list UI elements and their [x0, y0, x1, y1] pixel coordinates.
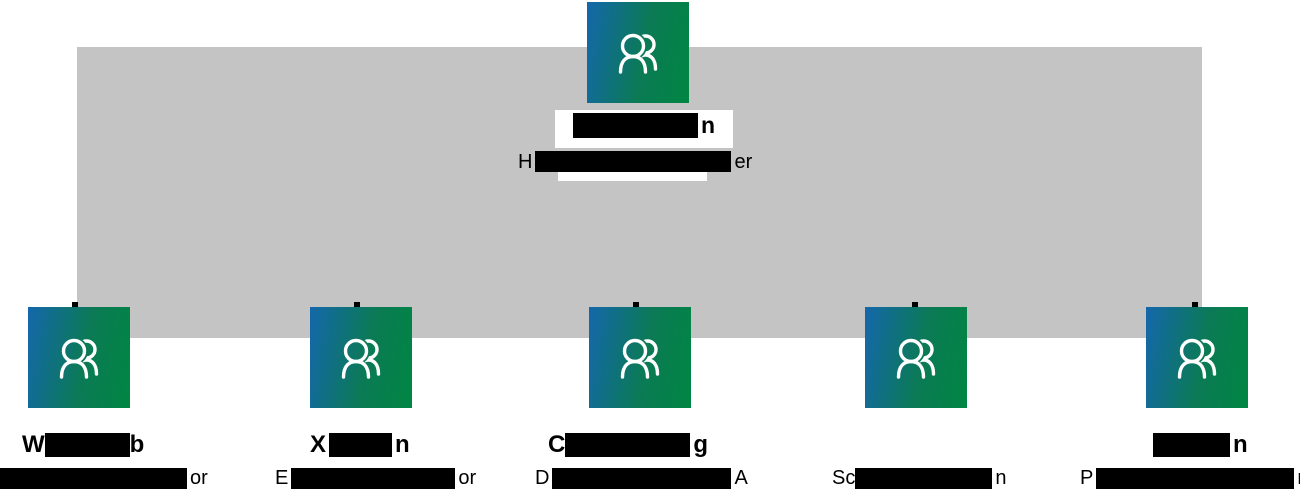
report-5-name: n [1153, 432, 1248, 458]
report-3-name: C g [548, 432, 708, 458]
redacted-title-bar [855, 467, 993, 489]
connector-stub [1192, 302, 1198, 308]
connector-stub [912, 302, 918, 308]
redacted-title-bar [1096, 467, 1295, 489]
title-fragment: r [1297, 468, 1300, 488]
connector-stub [354, 302, 360, 308]
report-2-name: X n [310, 432, 410, 458]
redacted-name-bar [565, 433, 691, 457]
people-icon [48, 327, 110, 389]
org-node-3-tile[interactable] [589, 307, 691, 408]
name-fragment: n [395, 431, 410, 458]
name-fragment: C [548, 431, 566, 458]
name-fragment: b [129, 431, 145, 458]
root-label-strip [558, 172, 707, 181]
root-name: n [573, 112, 715, 139]
redacted-title-bar [0, 467, 187, 489]
redacted-name-bar [1153, 433, 1230, 457]
people-icon [607, 22, 669, 84]
name-fragment: W [22, 431, 45, 458]
org-node-2-tile[interactable] [310, 307, 412, 408]
report-2-title: E or [275, 467, 476, 489]
connector-stub [633, 302, 639, 308]
title-fragment: n [995, 467, 1007, 489]
name-fragment: n [1233, 431, 1248, 458]
connector-stub [72, 302, 78, 308]
report-1-name: W b [22, 432, 144, 458]
root-title: H er [518, 150, 752, 173]
redacted-title-bar [552, 467, 732, 489]
redacted-name-bar [329, 433, 393, 457]
redacted-title-bar [291, 467, 456, 489]
report-3-title: D A [535, 467, 748, 489]
people-icon [609, 327, 671, 389]
title-fragment: or [458, 467, 477, 489]
redacted-name-bar [573, 113, 698, 138]
report-5-title: P r [1080, 467, 1300, 489]
people-icon [885, 327, 947, 389]
name-fragment: n [701, 112, 716, 138]
report-4-title: Sc n [832, 467, 1006, 489]
title-fragment: A [734, 467, 748, 489]
org-node-root-tile[interactable] [587, 2, 689, 103]
people-icon [1166, 327, 1228, 389]
org-node-5-tile[interactable] [1146, 307, 1248, 408]
name-fragment: g [693, 431, 709, 458]
redacted-title-bar [535, 151, 732, 172]
org-node-4-tile[interactable] [865, 307, 967, 408]
title-fragment: P [1080, 467, 1094, 489]
people-icon [330, 327, 392, 389]
title-fragment: D [535, 467, 550, 489]
title-fragment: E [275, 467, 289, 489]
report-1-title: or [0, 467, 208, 489]
title-fragment: er [734, 150, 753, 173]
title-fragment: H [518, 150, 533, 173]
title-fragment: Sc [832, 467, 856, 489]
title-fragment: or [190, 467, 208, 489]
redacted-name-bar [44, 433, 130, 457]
name-fragment: X [310, 431, 327, 458]
org-node-1-tile[interactable] [28, 307, 130, 408]
